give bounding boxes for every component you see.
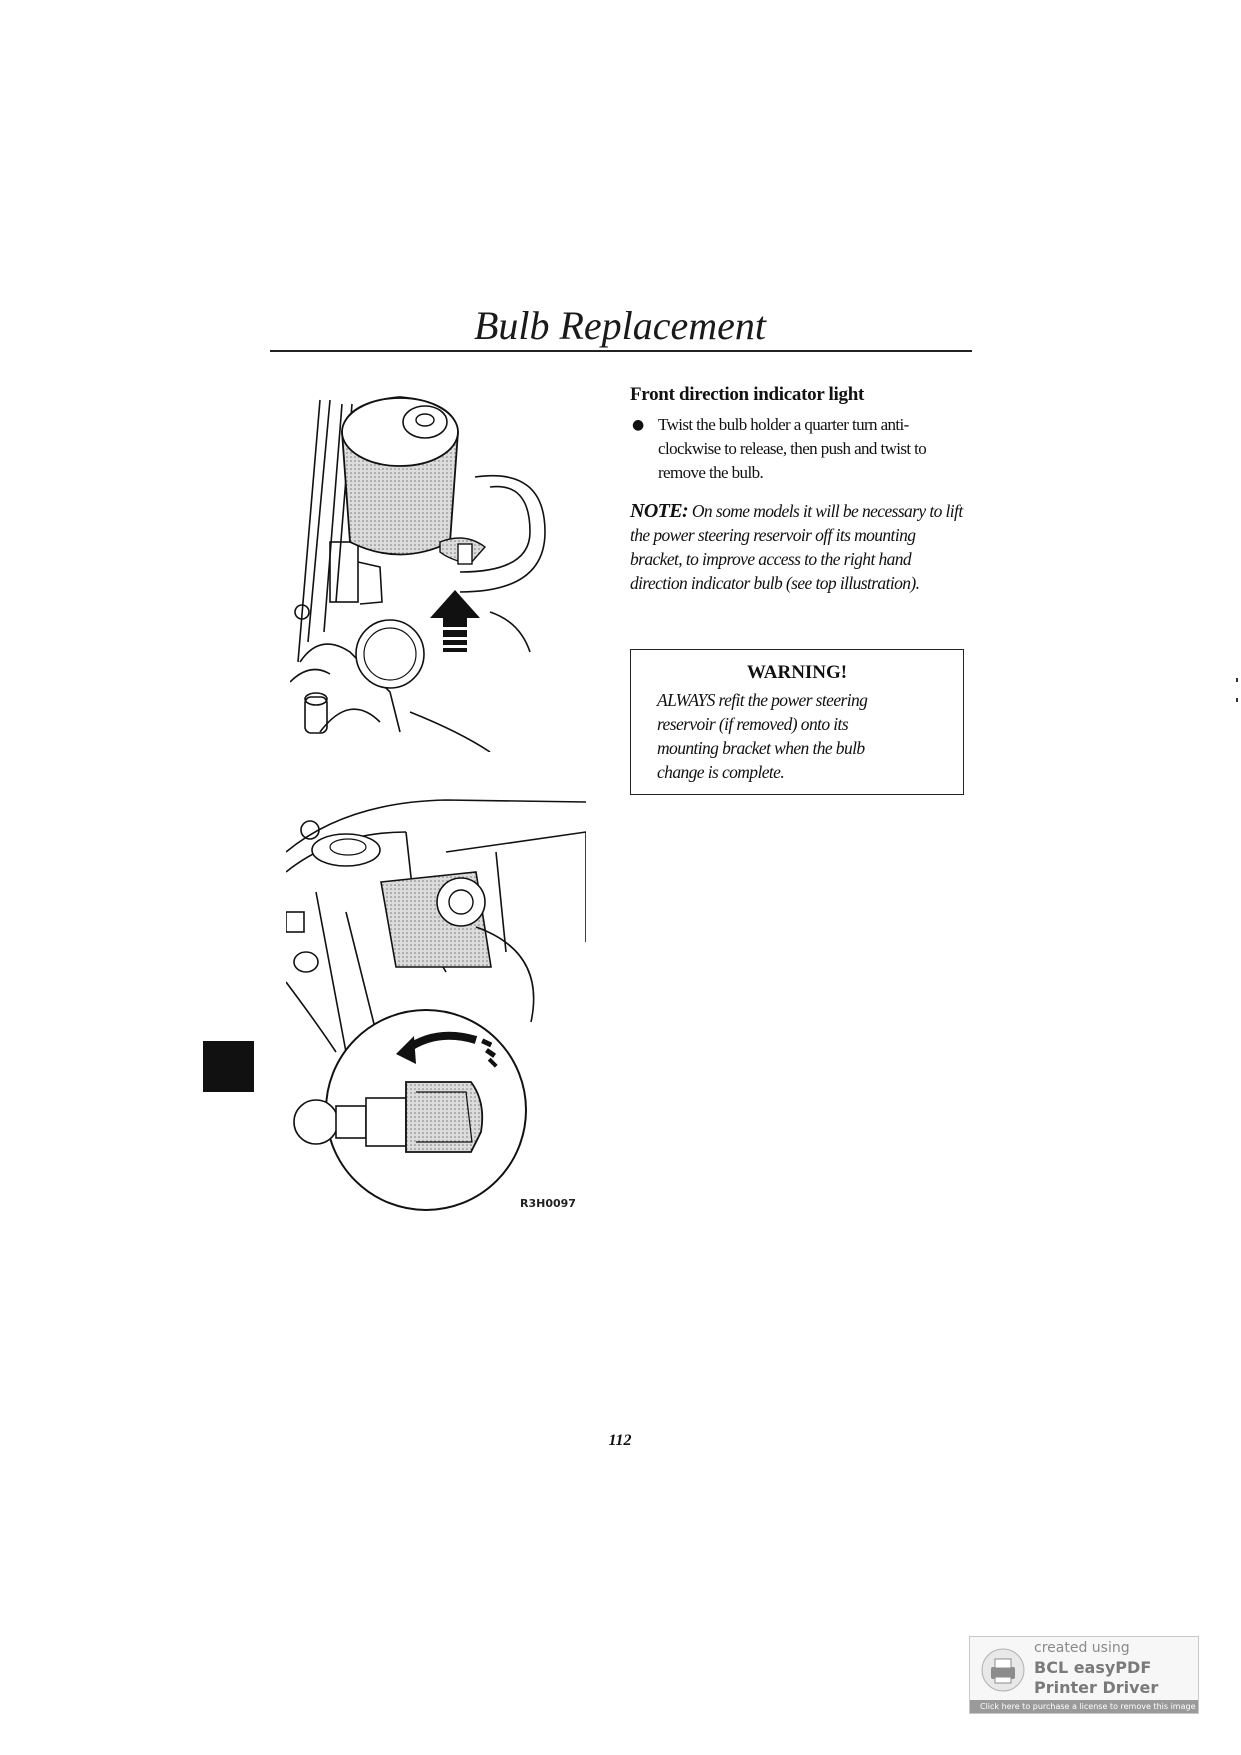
- list-item: ● Twist the bulb holder a quarter turn a…: [630, 413, 970, 485]
- figure-code: R3H0097: [520, 1197, 576, 1210]
- page-title: Bulb Replacement: [473, 303, 767, 348]
- bullet-text: Twist the bulb holder a quarter turn ant…: [658, 415, 927, 482]
- stamp-license-link[interactable]: Click here to purchase a license to remo…: [970, 1700, 1198, 1713]
- note-paragraph: NOTE: On some models it will be necessar…: [630, 499, 970, 595]
- note-label: NOTE:: [630, 500, 689, 522]
- warning-title: WARNING!: [746, 662, 848, 683]
- section-tab-marker: [203, 1041, 254, 1092]
- reservoir-illustration: [290, 396, 546, 752]
- section-heading: Front direction indicator light: [630, 384, 865, 405]
- printer-icon: [981, 1648, 1025, 1692]
- stamp-product-name: BCL easyPDF: [1034, 1658, 1152, 1677]
- warning-text: ALWAYS refit the power steering reservoi…: [657, 690, 868, 782]
- edge-mark: [1236, 678, 1238, 702]
- warning-box: WARNING! ALWAYS refit the power steering…: [630, 649, 964, 795]
- stamp-created-text: created using: [1034, 1640, 1130, 1656]
- bullet-icon: ●: [632, 417, 645, 433]
- watermark-stamp[interactable]: created using BCL easyPDF Printer Driver…: [969, 1636, 1199, 1714]
- note-text: On some models it will be necessary to l…: [630, 501, 963, 593]
- stamp-product-type: Printer Driver: [1034, 1678, 1159, 1697]
- instructions-column: Front direction indicator light ● Twist …: [630, 384, 970, 595]
- title-rule: [270, 350, 972, 352]
- bulb-holder-illustration: [286, 799, 586, 1211]
- page-number: 112: [608, 1432, 632, 1449]
